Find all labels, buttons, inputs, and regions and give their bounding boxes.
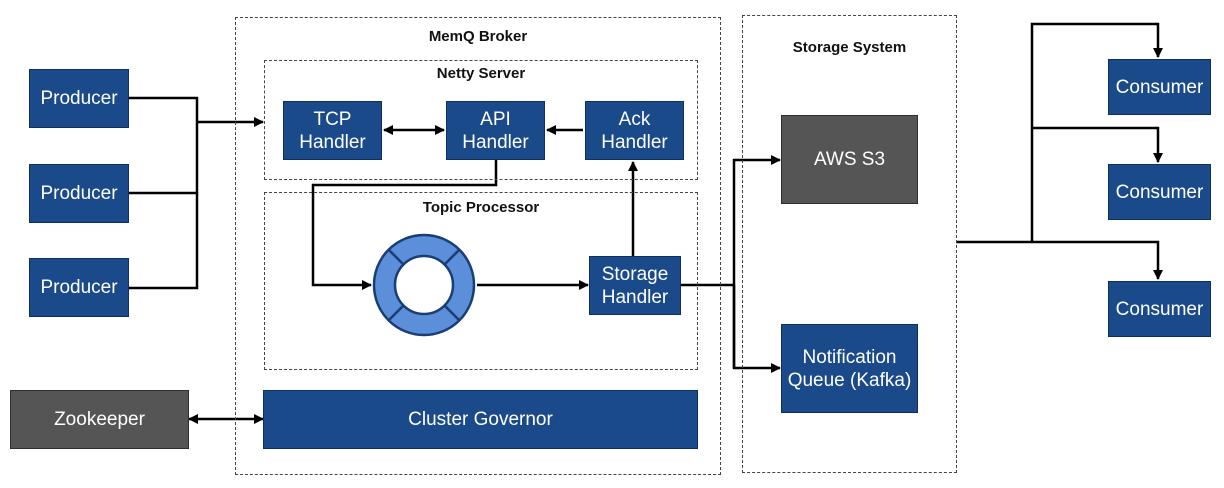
consumer-2-arrow	[1032, 126, 1163, 163]
notification-queue-node: Notification Queue (Kafka)	[781, 324, 918, 413]
producer-node: Producer	[29, 258, 129, 317]
aws-s3-node: AWS S3	[781, 115, 918, 204]
topic-processor-title: Topic Processor	[422, 199, 540, 216]
netty-server-group: Netty Server	[264, 60, 698, 180]
storage-to-consumers-link	[956, 240, 1163, 280]
topic-processor-group: Topic Processor	[264, 192, 698, 370]
zookeeper-node: Zookeeper	[10, 390, 189, 449]
producer-node: Producer	[29, 69, 129, 128]
consumer-1-arrow	[1030, 22, 1163, 242]
ring-buffer-icon	[372, 233, 476, 337]
storage-system-title: Storage System	[792, 39, 907, 56]
storage-system-group: Storage System	[742, 15, 957, 473]
to-queue-arrow	[732, 285, 781, 373]
tcp-handler-node: TCP Handler	[283, 101, 382, 160]
storage-handler-node: Storage Handler	[589, 256, 681, 315]
memq-broker-group: MemQ Broker	[235, 17, 721, 475]
consumer-node: Consumer	[1108, 164, 1211, 220]
cluster-governor-node: Cluster Governor	[263, 390, 698, 449]
consumer-node: Consumer	[1108, 281, 1211, 337]
netty-server-title: Netty Server	[436, 65, 526, 82]
ack-handler-node: Ack Handler	[585, 101, 684, 160]
memq-broker-title: MemQ Broker	[428, 28, 528, 45]
producer-node: Producer	[29, 164, 129, 223]
api-to-ring-arrow	[311, 160, 498, 290]
consumer-node: Consumer	[1108, 59, 1211, 115]
api-handler-node: API Handler	[446, 101, 545, 160]
